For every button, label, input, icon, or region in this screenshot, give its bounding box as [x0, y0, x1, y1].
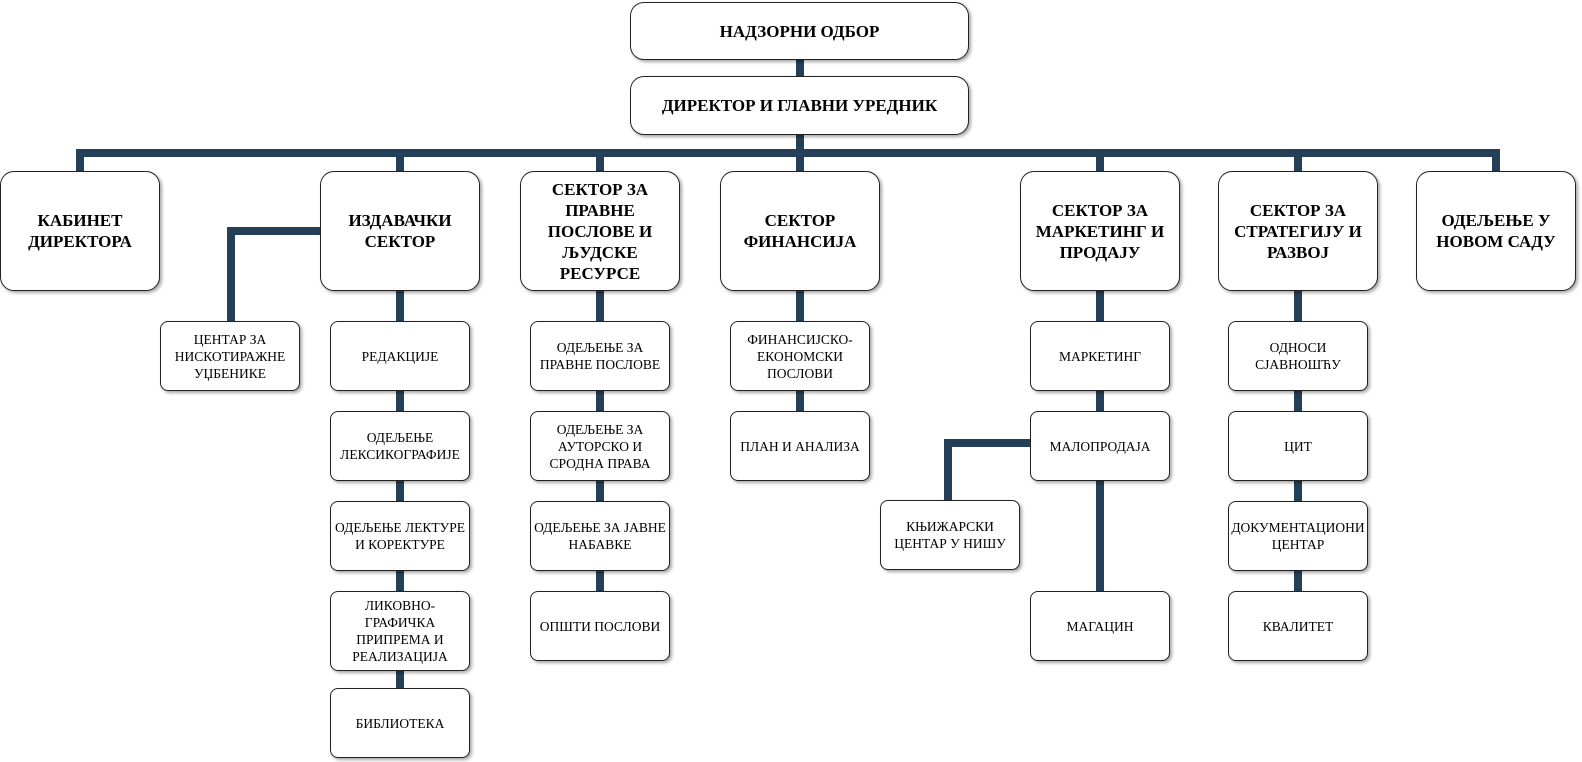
marketing-sector-box: СЕКТОР ЗА МАРКЕТИНГ И ПРОДАЈУ	[1020, 171, 1180, 291]
graphics-box: ЛИКОВНО- ГРАФИЧКА ПРИПРЕМА И РЕАЛИЗАЦИЈА	[330, 591, 470, 671]
board-label: НАДЗОРНИ ОДБОР	[719, 21, 880, 41]
legal-sector-box: СЕКТОР ЗА ПРАВНЕ ПОСЛОВЕ И ЉУДСКЕ РЕСУРС…	[520, 171, 680, 291]
fin-econ-label: ФИНАНСИЈСКО- ЕКОНОМСКИ ПОСЛОВИ	[747, 331, 853, 381]
strategy-sector-box: СЕКТОР ЗА СТРАТЕГИЈУ И РАЗВОЈ	[1218, 171, 1378, 291]
director-box: ДИРЕКТОР И ГЛАВНИ УРЕДНИК	[630, 76, 969, 135]
editorial-box: РЕДАКЦИЈЕ	[330, 321, 470, 391]
quality-box: КВАЛИТЕТ	[1228, 591, 1368, 661]
cabinet-label: КАБИНЕТ ДИРЕКТОРА	[28, 211, 132, 251]
graphics-label: ЛИКОВНО- ГРАФИЧКА ПРИПРЕМА И РЕАЛИЗАЦИЈА	[352, 598, 448, 664]
cit-box: ЦИТ	[1228, 411, 1368, 481]
legal-sector-label: СЕКТОР ЗА ПРАВНЕ ПОСЛОВЕ И ЉУДСКЕ РЕСУРС…	[547, 179, 653, 283]
warehouse-box: МАГАЦИН	[1030, 591, 1170, 661]
library-box: БИБЛИОТЕКА	[330, 688, 470, 758]
bookstore-nis-label: КЊИЖАРСКИ ЦЕНТАР У НИШУ	[894, 519, 1006, 551]
marketing-unit-box: МАРКЕТИНГ	[1030, 321, 1170, 391]
procurement-box: ОДЕЉЕЊЕ ЗА ЈАВНЕ НАБАВКЕ	[530, 501, 670, 571]
fin-econ-box: ФИНАНСИЈСКО- ЕКОНОМСКИ ПОСЛОВИ	[730, 321, 870, 391]
copyright-box: ОДЕЉЕЊЕ ЗА АУТОРСКО И СРОДНА ПРАВА	[530, 411, 670, 481]
lexicography-label: ОДЕЉЕЊЕ ЛЕКСИКОГРАФИЈЕ	[340, 430, 460, 462]
procurement-label: ОДЕЉЕЊЕ ЗА ЈАВНЕ НАБАВКЕ	[534, 520, 666, 552]
board-box: НАДЗОРНИ ОДБОР	[630, 2, 969, 60]
general-affairs-box: ОПШТИ ПОСЛОВИ	[530, 591, 670, 661]
documentation-label: ДОКУМЕНТАЦИОНИ ЦЕНТАР	[1231, 520, 1365, 552]
cit-label: ЦИТ	[1284, 438, 1312, 454]
retail-label: МАЛОПРОДАЈА	[1049, 438, 1151, 454]
connector-bookstore	[944, 439, 1030, 500]
copyright-label: ОДЕЉЕЊЕ ЗА АУТОРСКО И СРОДНА ПРАВА	[549, 421, 651, 471]
strategy-sector-label: СЕКТОР ЗА СТРАТЕГИЈУ И РАЗВОЈ	[1234, 200, 1362, 262]
editorial-label: РЕДАКЦИЈЕ	[361, 348, 439, 364]
warehouse-label: МАГАЦИН	[1066, 618, 1134, 634]
connector-textbooks	[227, 227, 320, 321]
finance-sector-box: СЕКТОР ФИНАНСИЈА	[720, 171, 880, 291]
finance-sector-label: СЕКТОР ФИНАНСИЈА	[743, 211, 857, 251]
legal-affairs-label: ОДЕЉЕЊЕ ЗА ПРАВНЕ ПОСЛОВЕ	[539, 340, 661, 372]
pr-label: ОДНОСИ СЈАВНОШЋУ	[1255, 340, 1341, 372]
marketing-unit-label: МАРКЕТИНГ	[1058, 348, 1142, 364]
library-label: БИБЛИОТЕКА	[355, 715, 445, 731]
publishing-sector-box: ИЗДАВАЧКИ СЕКТОР	[320, 171, 480, 291]
legal-affairs-box: ОДЕЉЕЊЕ ЗА ПРАВНЕ ПОСЛОВЕ	[530, 321, 670, 391]
textbooks-center-box: ЦЕНТАР ЗА НИСКОТИРАЖНЕ УЏБЕНИКЕ	[160, 321, 300, 391]
planning-label: ПЛАН И АНАЛИЗА	[740, 438, 860, 454]
pr-box: ОДНОСИ СЈАВНОШЋУ	[1228, 321, 1368, 391]
marketing-sector-label: СЕКТОР ЗА МАРКЕТИНГ И ПРОДАЈУ	[1035, 200, 1165, 262]
director-label: ДИРЕКТОР И ГЛАВНИ УРЕДНИК	[661, 96, 938, 115]
novisad-label: ОДЕЉЕЊЕ У НОВОМ САДУ	[1436, 211, 1556, 251]
planning-box: ПЛАН И АНАЛИЗА	[730, 411, 870, 481]
publishing-sector-label: ИЗДАВАЧКИ СЕКТОР	[348, 211, 452, 251]
general-affairs-label: ОПШТИ ПОСЛОВИ	[539, 618, 661, 634]
textbooks-center-label: ЦЕНТАР ЗА НИСКОТИРАЖНЕ УЏБЕНИКЕ	[174, 331, 286, 381]
documentation-box: ДОКУМЕНТАЦИОНИ ЦЕНТАР	[1228, 501, 1368, 571]
quality-label: КВАЛИТЕТ	[1262, 618, 1334, 634]
lexicography-box: ОДЕЉЕЊЕ ЛЕКСИКОГРАФИЈЕ	[330, 411, 470, 481]
novisad-box: ОДЕЉЕЊЕ У НОВОМ САДУ	[1416, 171, 1576, 291]
bookstore-nis-box: КЊИЖАРСКИ ЦЕНТАР У НИШУ	[880, 500, 1020, 570]
cabinet-box: КАБИНЕТ ДИРЕКТОРА	[0, 171, 160, 291]
proofreading-box: ОДЕЉЕЊЕ ЛЕКТУРЕ И КОРЕКТУРЕ	[330, 501, 470, 571]
retail-box: МАЛОПРОДАЈА	[1030, 411, 1170, 481]
proofreading-label: ОДЕЉЕЊЕ ЛЕКТУРЕ И КОРЕКТУРЕ	[335, 520, 465, 552]
